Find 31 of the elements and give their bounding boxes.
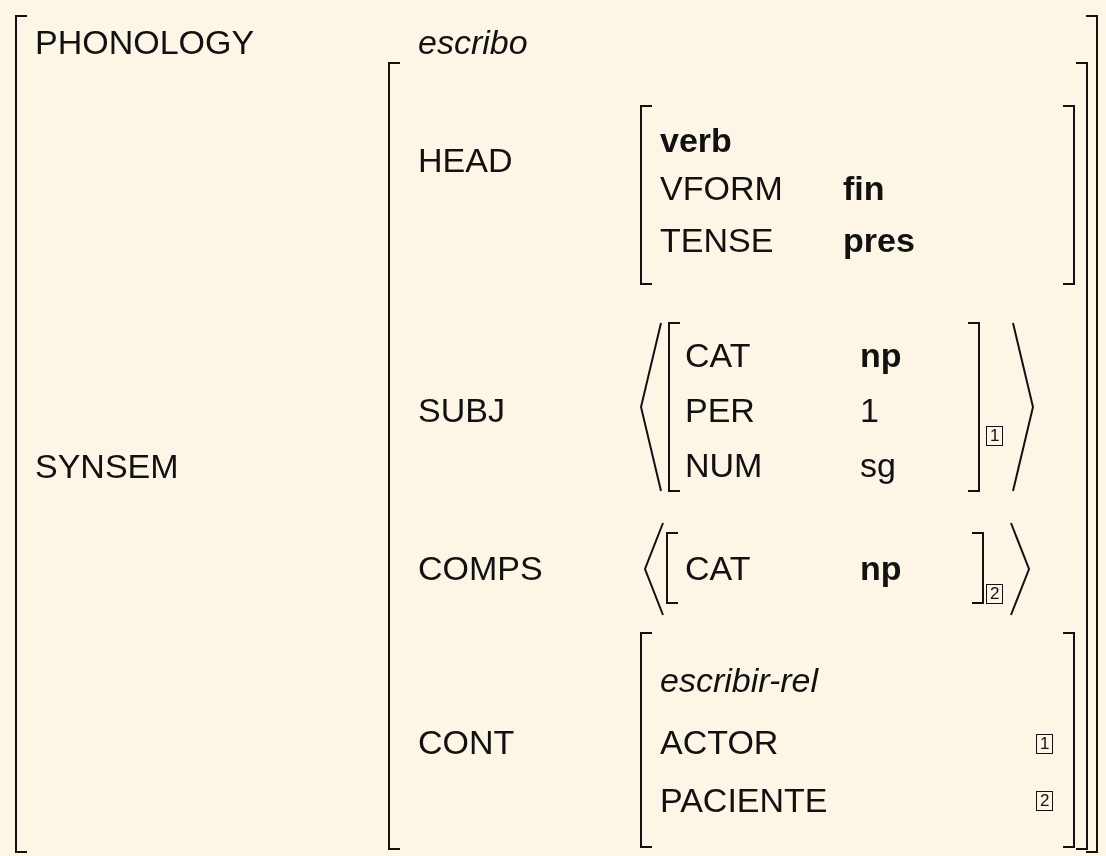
feature-label: ACTOR	[660, 722, 779, 762]
feature-label: COMPS	[418, 548, 543, 588]
feature-label: SUBJ	[418, 390, 505, 430]
feature-label: PHONOLOGY	[35, 22, 255, 62]
feature-value: np	[860, 335, 902, 375]
feature-label: CONT	[418, 722, 515, 762]
feature-value: pres	[843, 220, 915, 260]
feature-value: escribo	[418, 22, 528, 62]
feature-label: NUM	[685, 445, 763, 485]
feature-label: PER	[685, 390, 755, 430]
coindex-tag: 1	[1036, 734, 1054, 754]
feature-label: 1	[860, 390, 879, 430]
feature-label: SYNSEM	[35, 446, 179, 486]
feature-label: PACIENTE	[660, 780, 828, 820]
feature-label: TENSE	[660, 220, 774, 260]
feature-structure-matrix	[640, 632, 1075, 848]
feature-structure-matrix	[15, 15, 1098, 853]
feature-label: CAT	[685, 548, 751, 588]
feature-value: np	[860, 548, 902, 588]
feature-label: HEAD	[418, 140, 513, 180]
feature-label: CAT	[685, 335, 751, 375]
coindex-tag: 1	[986, 426, 1004, 446]
feature-value: escribir-rel	[660, 660, 819, 700]
feature-label: VFORM	[660, 168, 783, 208]
feature-value: fin	[843, 168, 885, 208]
feature-structure-matrix	[388, 62, 1088, 850]
coindex-tag: 2	[986, 584, 1004, 604]
feature-structure-matrix	[640, 105, 1075, 285]
feature-value: verb	[660, 120, 732, 160]
coindex-tag: 2	[1036, 791, 1054, 811]
feature-label: sg	[860, 445, 896, 485]
